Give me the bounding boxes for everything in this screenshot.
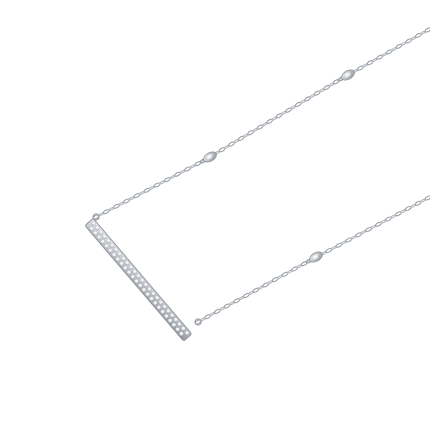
pave-stone: [135, 273, 141, 279]
pave-stone: [151, 291, 156, 296]
pave-bar-pendant: [85, 218, 192, 341]
pave-stone: [169, 313, 175, 318]
pave-stone: [171, 322, 177, 328]
pave-stone: [178, 331, 184, 337]
pave-stone: [152, 300, 158, 306]
pave-stones: [89, 221, 190, 337]
chain-lower: [194, 195, 430, 325]
pave-stone: [92, 230, 98, 236]
pave-stone: [165, 308, 171, 314]
pave-stone: [139, 278, 145, 283]
pave-stone: [128, 264, 134, 270]
pave-stone: [173, 317, 179, 323]
pave-stone: [134, 278, 139, 284]
pave-stone: [175, 327, 180, 332]
pave-stone: [149, 296, 154, 302]
pave-stone: [177, 321, 182, 327]
pave-stone: [104, 243, 109, 249]
pave-stone: [98, 229, 104, 235]
pave-stone: [89, 226, 94, 231]
pave-stone: [147, 286, 152, 292]
pave-stone: [160, 309, 165, 315]
pave-stone: [113, 247, 119, 253]
pave-stone: [107, 248, 113, 253]
chain-link: [424, 195, 430, 201]
pave-stone: [109, 243, 115, 248]
pave-stone: [162, 304, 167, 309]
pave-stone: [143, 282, 149, 288]
pave-stone: [122, 265, 128, 271]
chain-link: [424, 27, 430, 33]
pave-stone: [121, 256, 126, 261]
pave-stone: [145, 292, 150, 297]
pave-stone: [102, 234, 107, 239]
bezel-station-2: [203, 151, 217, 163]
bezel-station-1: [341, 69, 355, 81]
pave-stone: [137, 283, 143, 288]
pave-stone: [158, 300, 164, 305]
pave-stone: [106, 238, 111, 244]
bezel-station-3: [309, 251, 323, 263]
pave-stone: [119, 261, 124, 267]
jump-ring-right: [194, 318, 202, 326]
pave-stone: [141, 287, 147, 293]
pave-stone: [130, 274, 136, 280]
pave-stone: [91, 221, 96, 226]
pave-stone: [96, 235, 102, 240]
chain-upper: [92, 27, 430, 220]
pave-stone: [167, 318, 173, 323]
pave-stone: [124, 260, 130, 266]
pave-stone: [180, 326, 186, 331]
pave-stone: [154, 295, 160, 301]
pave-stone: [100, 239, 106, 245]
pave-stone: [117, 251, 122, 257]
jump-ring-left: [92, 213, 100, 221]
pave-stone: [126, 270, 132, 275]
pave-stone: [111, 252, 117, 258]
pave-stone: [156, 305, 162, 310]
pave-stone: [164, 313, 169, 319]
pave-stone: [94, 225, 100, 231]
pave-stone: [115, 256, 120, 262]
pave-stone: [184, 330, 190, 336]
pave-stone: [132, 269, 137, 274]
